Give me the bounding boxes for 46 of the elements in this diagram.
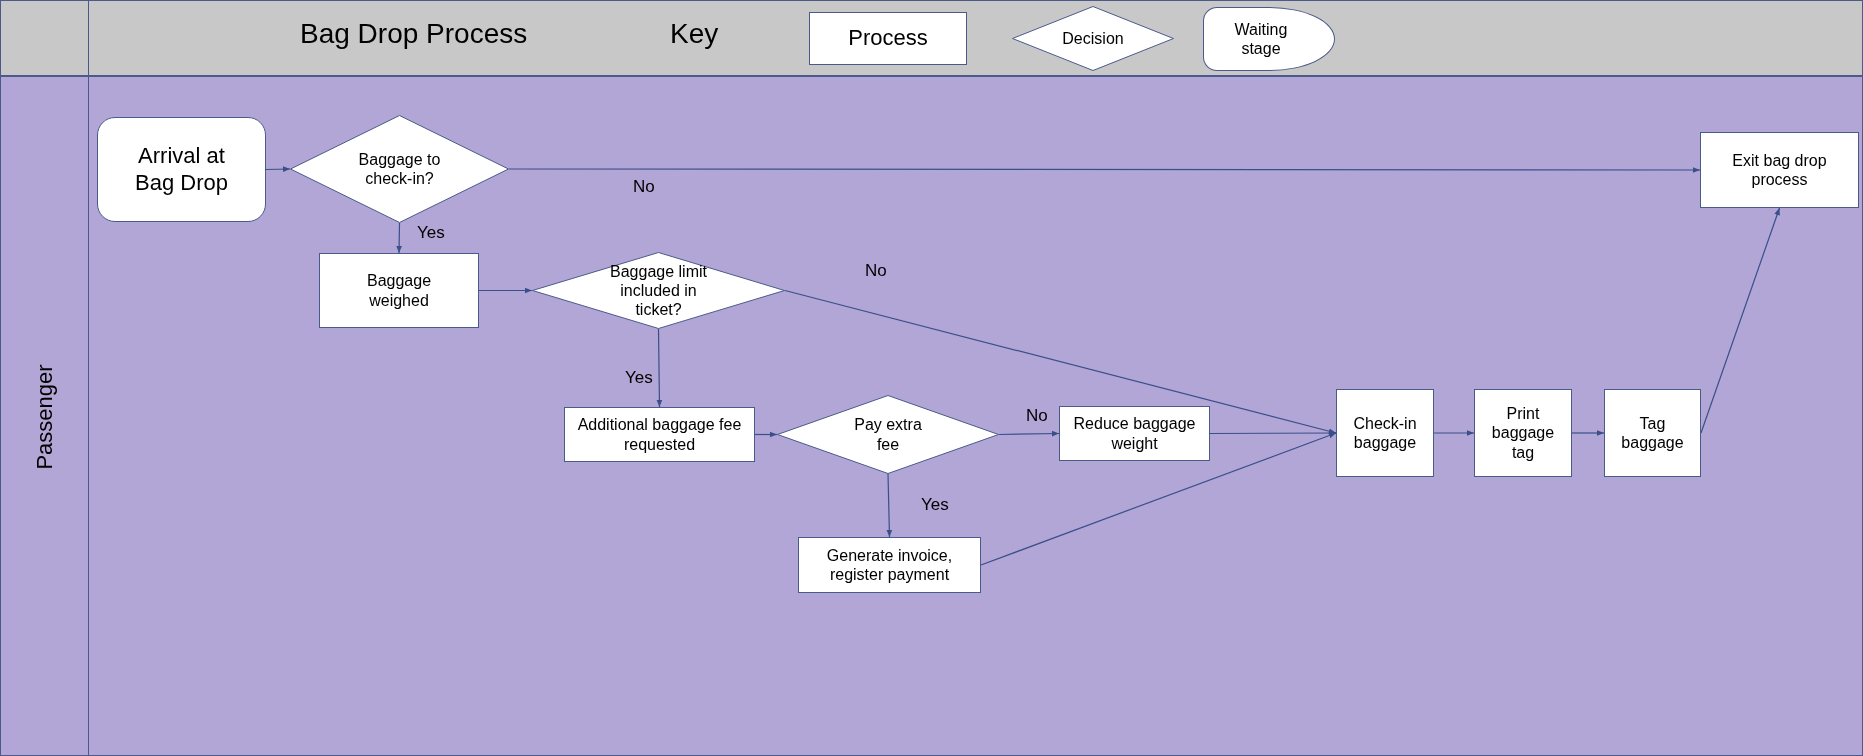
arrow [478,287,533,294]
decision-diamond [1012,6,1174,71]
node-text: Generate invoice, register payment [825,545,954,585]
diagram-title: Bag Drop Process [300,18,528,50]
node-text: Arrival at Bag Drop [134,143,229,196]
process-box [564,407,755,462]
arrow [980,432,1337,566]
arrow [265,166,291,173]
node-text: Additional baggage fee requested [577,415,742,454]
swimlane [0,76,1863,756]
node-text: Baggage weighed [365,271,433,310]
arrow [508,167,1701,173]
process-box [1604,389,1701,477]
arrow [396,222,402,254]
node-text: Reduce baggage weight [1072,414,1197,453]
arrow [784,289,1337,434]
arrow [1433,430,1475,436]
process-box [809,12,967,65]
arrow [1700,207,1781,434]
decision-diamond [532,252,785,329]
arrow [998,430,1060,437]
process-box [319,253,479,328]
node-text: Pay extra fee [853,415,923,454]
node-text: Decision [1062,28,1124,49]
node-text: Baggage limit included in ticket? [609,261,708,320]
node-text: Check-in baggage [1352,413,1418,453]
arrow [886,473,893,538]
arrow [1571,430,1605,436]
arrow [656,328,663,408]
lane-label: Passenger [31,364,58,470]
node-text: Print baggage tag [1490,404,1556,462]
process-box [1700,132,1859,208]
waiting-stage-box [97,117,266,222]
process-box [798,537,981,593]
arrow [754,431,778,438]
key-heading: Key [670,18,719,50]
decision-diamond [290,115,509,223]
process-box [1474,389,1572,477]
node-text: Exit bag drop process [1731,150,1828,190]
process-box [1059,406,1210,461]
node-text: Baggage to check-in? [357,149,442,189]
node-text: Tag baggage [1620,413,1685,453]
node-text: Process [848,25,928,52]
node-text: Waiting stage [1233,19,1289,59]
decision-diamond [777,395,999,474]
process-box [1336,389,1434,477]
